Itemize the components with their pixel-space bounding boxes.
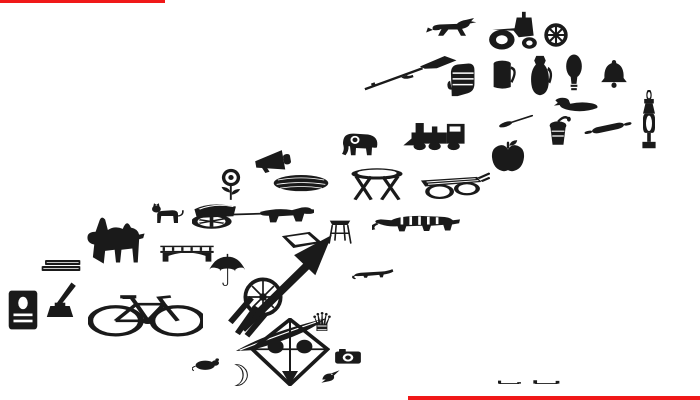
hand-cart-icon bbox=[418, 165, 490, 202]
crown-icon: ♛ bbox=[310, 308, 334, 338]
cropped-watermark-icon bbox=[498, 380, 560, 395]
bulb-icon bbox=[560, 52, 588, 94]
books-icon bbox=[40, 253, 82, 278]
mouse-icon bbox=[192, 351, 222, 374]
inkpot-pen-icon bbox=[38, 280, 82, 322]
spoon-icon bbox=[496, 107, 536, 135]
bird-icon bbox=[318, 366, 342, 387]
camera-icon bbox=[334, 346, 362, 367]
bell-icon bbox=[598, 58, 630, 92]
train-icon bbox=[402, 117, 470, 160]
grinder-icon bbox=[542, 112, 574, 152]
bicycle-icon bbox=[88, 276, 203, 340]
radio-box-icon bbox=[6, 288, 40, 332]
top-red-border bbox=[0, 0, 165, 3]
wheel-small-icon bbox=[543, 22, 569, 48]
umbrella-icon: ☂ bbox=[207, 246, 247, 297]
horse-icon bbox=[425, 12, 482, 45]
moon-icon: ☽ bbox=[223, 359, 251, 394]
trampoline-icon bbox=[348, 161, 406, 204]
cat-icon bbox=[146, 200, 186, 232]
camel-icon bbox=[82, 212, 150, 270]
nest-icon bbox=[272, 167, 330, 198]
bottom-red-border bbox=[408, 396, 700, 400]
elephant-icon bbox=[336, 121, 386, 166]
lantern-icon bbox=[634, 90, 664, 154]
apple-icon bbox=[488, 137, 528, 176]
tiger-icon bbox=[372, 203, 460, 246]
fist-icon bbox=[440, 52, 482, 100]
mug-icon bbox=[489, 55, 522, 95]
tractor-icon bbox=[487, 11, 540, 52]
fox-icon bbox=[352, 261, 396, 285]
